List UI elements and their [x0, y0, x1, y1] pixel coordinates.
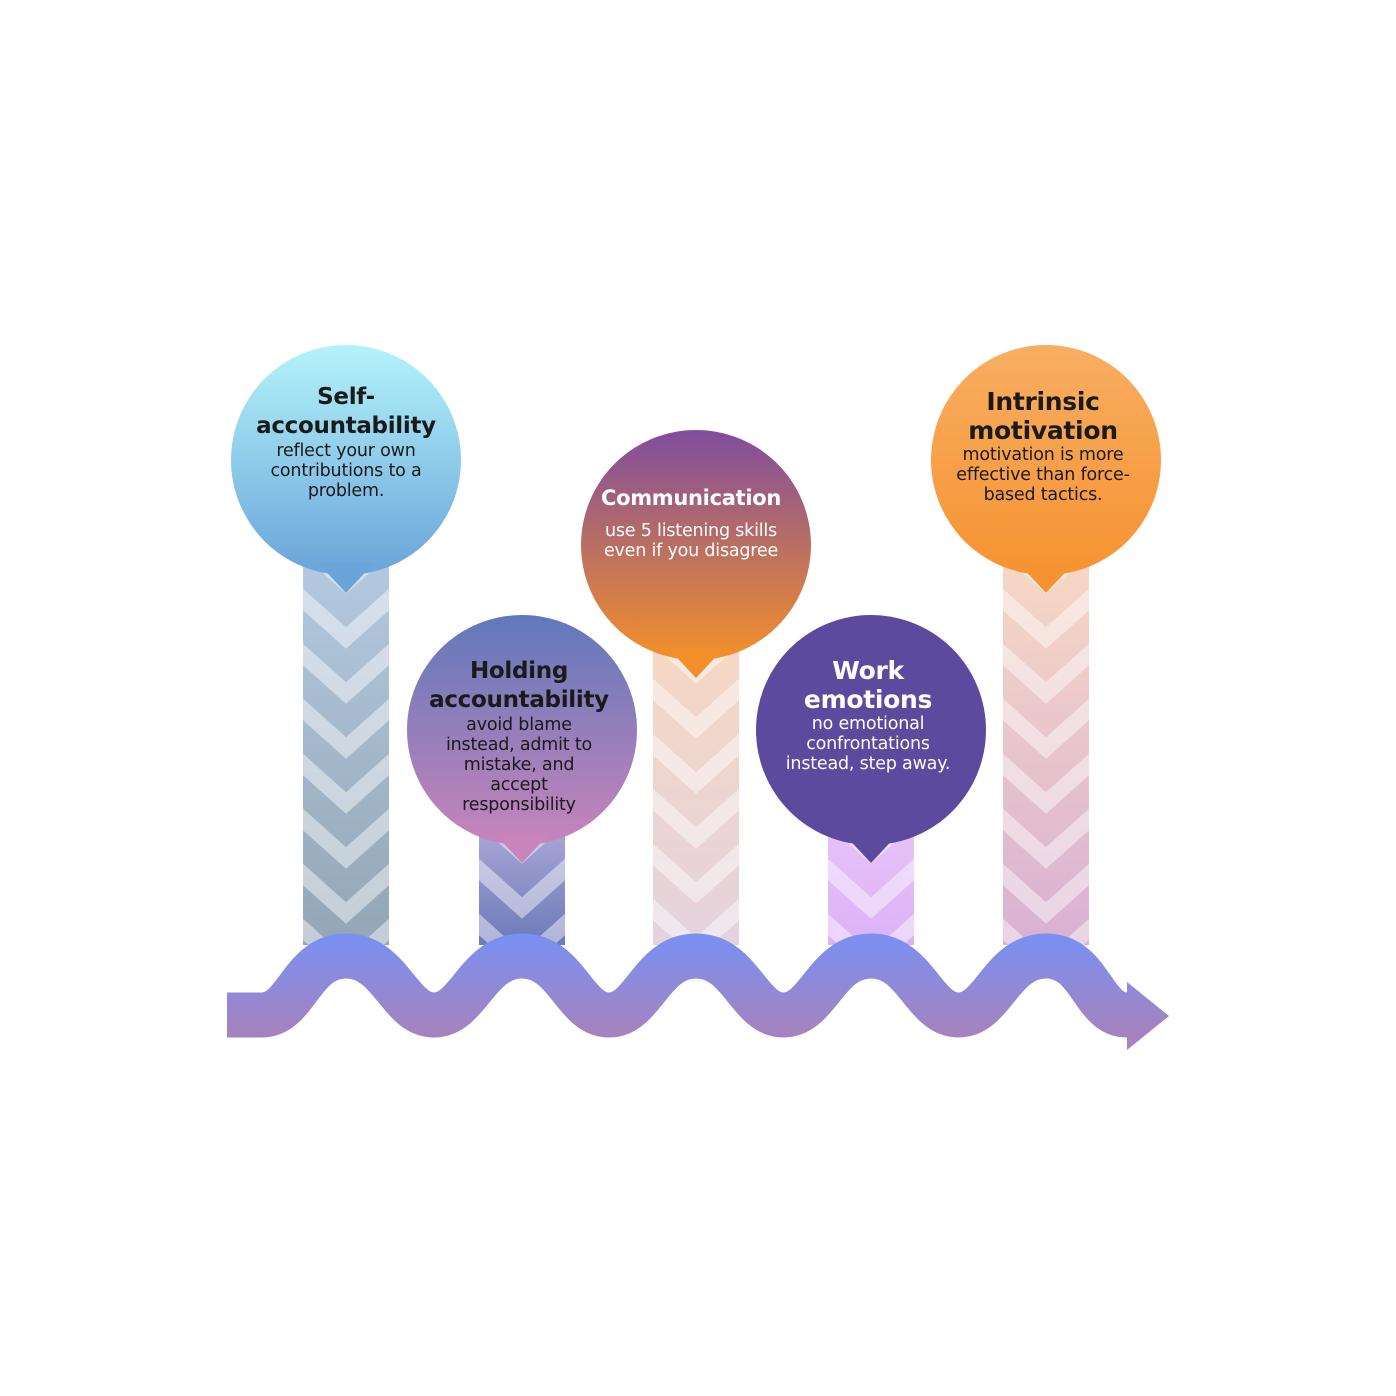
chevron-icon [828, 859, 914, 919]
title-line: Work [832, 656, 904, 685]
chevron-icon [303, 589, 389, 649]
chevron-icon [653, 734, 739, 794]
step-title: Holding accountability [414, 657, 624, 715]
chevron-icon [303, 644, 389, 704]
chevron-icon [479, 914, 565, 945]
step-description: no emotional confrontations instead, ste… [785, 714, 951, 774]
chevron-icon [303, 699, 389, 759]
timeline-path [227, 933, 1131, 1038]
bubble-circle [231, 345, 461, 575]
chevron-icon [653, 844, 739, 904]
step-description: motivation is more effective than force-… [956, 445, 1130, 505]
step-description: use 5 listening skills even if you disag… [603, 521, 779, 561]
arrow-head-icon [1127, 982, 1169, 1050]
bubble-pointer [318, 563, 374, 593]
pillar [303, 560, 389, 945]
chevron-icon [653, 789, 739, 849]
bubble-circle [407, 615, 637, 845]
chevron-icon [303, 864, 389, 924]
chevron-icon [1003, 589, 1089, 649]
bubbles [231, 345, 1161, 863]
chevron-icon [1003, 699, 1089, 759]
title-line: Self- [317, 384, 375, 410]
chevron-icon [303, 809, 389, 869]
chevron-icon [1003, 864, 1089, 924]
bubble-circle [756, 615, 986, 845]
bubble-pointer [843, 833, 899, 863]
step-holding-accountability: Holding accountability avoid blame instea… [414, 657, 624, 815]
bubble-pointer [668, 648, 724, 678]
title-line: Intrinsic [986, 387, 1100, 416]
title-line: accountability [256, 413, 436, 439]
bubble-circle [581, 430, 811, 660]
bubble-pointer [494, 833, 550, 863]
chevron-icon [653, 679, 739, 739]
title-line: emotions [803, 685, 933, 714]
step-description: avoid blame instead, admit to mistake, a… [446, 715, 592, 815]
chevron-icon [1003, 644, 1089, 704]
bubble-circle [931, 345, 1161, 575]
title-line: motivation [968, 416, 1118, 445]
title-line: Holding [469, 658, 569, 684]
pillar [1003, 560, 1089, 945]
chevron-icon [303, 919, 389, 945]
bubble-pointer [1018, 563, 1074, 593]
chevron-icon [303, 754, 389, 814]
chevron-icon [1003, 754, 1089, 814]
chevron-icon [479, 859, 565, 919]
step-title: Self-accountability [241, 383, 451, 441]
chevron-icon [1003, 809, 1089, 869]
pillar [653, 650, 739, 945]
chevron-icon [828, 914, 914, 945]
step-description: reflect your own contributions to a prob… [270, 441, 422, 501]
timeline-wave [227, 933, 1169, 1050]
step-self-accountability: Self-accountability reflect your own con… [241, 383, 451, 501]
chevron-icon [1003, 919, 1089, 945]
title-line: accountability [429, 687, 609, 713]
step-communication: Communication use 5 listening skills eve… [586, 484, 796, 561]
step-title: Communication [600, 486, 782, 510]
chevron-icon [653, 899, 739, 945]
